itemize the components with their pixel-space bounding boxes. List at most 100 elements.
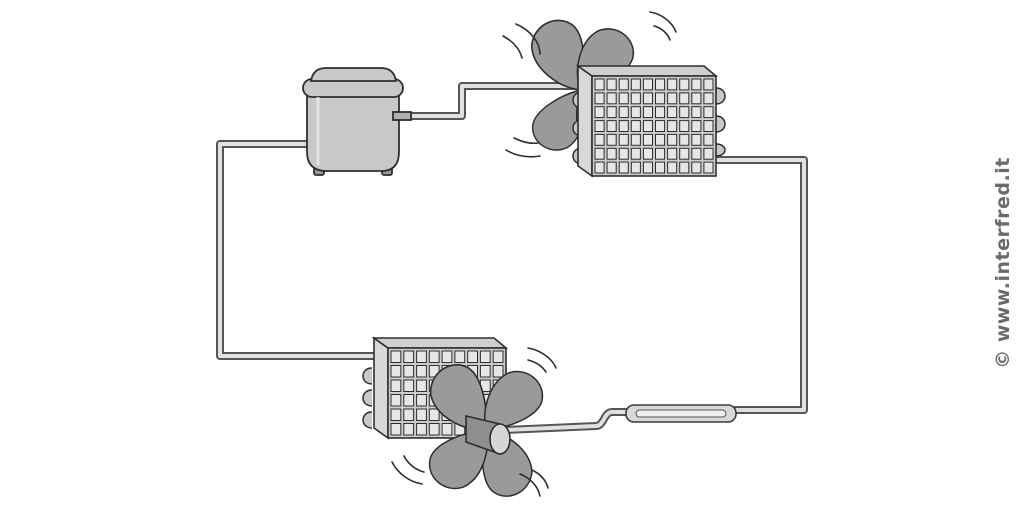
coil-cell	[606, 92, 617, 105]
coil-cell	[416, 379, 427, 392]
coil-cell	[630, 106, 641, 119]
coil-cell	[594, 161, 605, 174]
coil-cell	[618, 78, 629, 91]
credit-text: © www.interfred.it	[992, 157, 1014, 369]
coil-cell	[667, 106, 678, 119]
coil-cell	[441, 423, 453, 436]
coil-cell	[606, 161, 617, 174]
coil-cell	[479, 365, 491, 378]
coil-cell	[416, 423, 427, 436]
coil-cell	[642, 106, 654, 119]
coil-cell	[492, 365, 504, 378]
coil-cell	[655, 147, 666, 160]
coil-cell	[454, 350, 466, 363]
coil-cell	[679, 106, 690, 119]
coil-cell	[655, 133, 666, 146]
coil-cell	[390, 379, 402, 392]
coil-cell	[655, 106, 666, 119]
coil-cell	[630, 147, 641, 160]
coil-cell	[679, 161, 690, 174]
coil-cell	[703, 92, 714, 105]
coil-cell	[703, 147, 714, 160]
motion-lines-bottom	[391, 347, 557, 497]
coil-cell	[691, 106, 702, 119]
coil-cell	[691, 133, 702, 146]
expansion-tube	[625, 404, 737, 423]
evaporator-fan	[419, 354, 553, 506]
coil-cell	[679, 133, 690, 146]
coil-cell	[630, 92, 641, 105]
coil-cell	[655, 161, 666, 174]
coil-cell	[630, 133, 641, 146]
coil-cell	[703, 120, 714, 132]
coil-cell	[667, 120, 678, 132]
coil-cell	[594, 92, 605, 105]
refrigerant-piping	[216, 82, 808, 434]
coil-cell	[642, 120, 654, 132]
coil-cell	[390, 423, 402, 436]
coil-cell	[594, 147, 605, 160]
coil-cell	[679, 120, 690, 132]
motion-lines-top	[502, 11, 677, 158]
coil-cell	[428, 350, 440, 363]
compressor	[302, 67, 412, 176]
coil-cell	[667, 78, 678, 91]
coil-cell	[428, 408, 440, 421]
coil-cell	[618, 147, 629, 160]
coil-cell	[594, 133, 605, 146]
coil-cell	[630, 161, 641, 174]
coil-cell	[594, 106, 605, 119]
coil-cell	[679, 92, 690, 105]
coil-cell	[667, 147, 678, 160]
coil-cell	[691, 147, 702, 160]
coil-cell	[441, 350, 453, 363]
coil-cell	[691, 92, 702, 105]
coil-cell	[630, 120, 641, 132]
coil-cell	[642, 147, 654, 160]
coil-cell	[703, 106, 714, 119]
coil-cell	[679, 78, 690, 91]
coil-cell	[618, 161, 629, 174]
coil-cell	[594, 120, 605, 132]
coil-cell	[642, 161, 654, 174]
coil-cell	[403, 379, 415, 392]
coil-cell	[667, 133, 678, 146]
coil-cell	[416, 408, 427, 421]
coil-cell	[403, 365, 415, 378]
coil-cell	[691, 120, 702, 132]
coil-cell	[403, 423, 415, 436]
coil-cell	[594, 78, 605, 91]
coil-cell	[390, 350, 402, 363]
coil-cell	[606, 78, 617, 91]
coil-cell	[703, 133, 714, 146]
coil-cell	[606, 147, 617, 160]
coil-cell	[618, 133, 629, 146]
coil-cell	[667, 161, 678, 174]
condenser-coil	[572, 64, 726, 178]
coil-cell	[642, 133, 654, 146]
coil-cell	[428, 423, 440, 436]
coil-cell	[618, 106, 629, 119]
coil-cell	[390, 394, 402, 407]
coil-cell	[655, 120, 666, 132]
coil-cell	[416, 394, 427, 407]
coil-cell	[403, 408, 415, 421]
coil-cell	[403, 350, 415, 363]
copyright-credit: © www.interfred.it	[985, 18, 1021, 508]
coil-cell	[667, 92, 678, 105]
coil-cell	[655, 92, 666, 105]
coil-cell	[492, 350, 504, 363]
coil-cell	[655, 78, 666, 91]
coil-cell	[416, 350, 427, 363]
coil-cell	[390, 408, 402, 421]
coil-cell	[703, 78, 714, 91]
coil-cell	[606, 106, 617, 119]
coil-cell	[403, 394, 415, 407]
coil-cell	[691, 161, 702, 174]
coil-cell	[479, 350, 491, 363]
coil-cell	[691, 78, 702, 91]
coil-cell	[630, 78, 641, 91]
coil-cell	[416, 365, 427, 378]
coil-cell	[642, 92, 654, 105]
